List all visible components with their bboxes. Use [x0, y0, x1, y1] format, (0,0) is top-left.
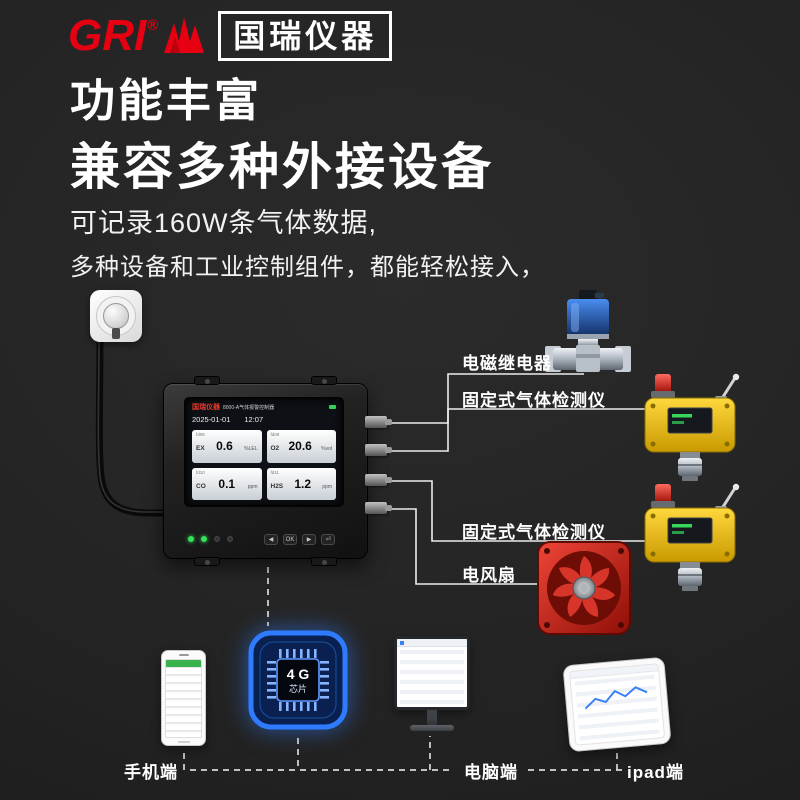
chip-text-4g: 4 G [287, 666, 310, 682]
brand-logo-text: GRI® [68, 14, 158, 58]
wire-detector-1 [380, 408, 650, 452]
monitor-screen [394, 636, 470, 710]
channel-gas: O2 [270, 445, 280, 452]
output-port-2 [365, 444, 392, 456]
channel-box: fd09 O2 20.6 %vol [266, 430, 336, 463]
channel-value: 1.2 [294, 476, 312, 491]
monitor-ui-header [397, 639, 467, 647]
port-wires [380, 373, 650, 585]
channel-code: fd06 [196, 432, 205, 437]
relay-label: 电磁继电器 [462, 354, 552, 373]
brand-name: 国瑞仪器 [233, 18, 378, 54]
channel-box: fd10 CO 0.1 ppm [192, 467, 262, 500]
phone-label: 手机端 [124, 763, 178, 782]
power-cable [95, 336, 169, 517]
ipad-device [562, 656, 672, 753]
alarm-led [214, 536, 220, 542]
phone-home-bar [177, 741, 190, 743]
headline-1: 功能丰富 [70, 75, 263, 126]
channel-code: fd09 [270, 432, 280, 437]
controller-screen: 国瑞仪器 8000-A气体报警控制器 2025-01-01 12:07 fd06… [184, 397, 344, 507]
controller-buttons: ◀ OK ▶ ⏎ [264, 534, 335, 545]
logo-gri: GRI [68, 11, 147, 60]
brand-header: GRI® 国瑞仪器 [68, 10, 393, 62]
status-leds [188, 536, 233, 542]
mounting-tab [311, 557, 337, 566]
run-led [201, 536, 207, 542]
detector-1-label: 固定式气体检测仪 [462, 391, 606, 410]
screen-datetime: 2025-01-01 12:07 [186, 412, 342, 424]
channel-unit: ppm [322, 483, 332, 490]
pc-label: 电脑端 [464, 763, 518, 782]
screen-date: 2025-01-01 [192, 415, 231, 424]
phone-screen [165, 659, 202, 738]
4g-chip: 4 G 芯片 [248, 630, 348, 730]
monitor-stand [427, 710, 437, 725]
brand-name-box: 国瑞仪器 [218, 11, 393, 61]
ipad-chart-line [584, 686, 648, 710]
computer-device [394, 636, 470, 731]
channel-code: fd11 [270, 469, 279, 475]
output-port-3 [365, 474, 392, 486]
gas-alarm-controller: 国瑞仪器 8000-A气体报警控制器 2025-01-01 12:07 fd06… [163, 376, 392, 566]
screen-brand: 国瑞仪器 [192, 404, 220, 411]
solenoid-valve [545, 290, 631, 372]
wire-relay [380, 373, 584, 424]
chip-text-xinpian: 芯片 [289, 683, 307, 694]
wall-socket [90, 290, 142, 342]
waveform-icon [164, 17, 205, 53]
ipad-label: ipad端 [627, 763, 684, 782]
chip-pins [267, 649, 329, 711]
gas-detector-1 [643, 372, 741, 483]
channel-box: fd06 EX 0.6 %LEL [192, 430, 262, 463]
channel-code: fd10 [196, 469, 205, 475]
channel-value: 20.6 [288, 439, 312, 453]
wire-detector-2 [380, 480, 648, 542]
fan-label: 电风扇 [462, 566, 516, 585]
body-line-1: 可记录160W条气体数据, [70, 208, 378, 238]
monitor-base [410, 725, 454, 731]
channel-unit: ppm [247, 483, 258, 490]
ok-button: OK [283, 534, 297, 545]
monitor-ui-rows [400, 650, 464, 704]
channel-unit: %vol [321, 446, 332, 452]
phone-device [161, 650, 206, 746]
channel-unit: %LEL [244, 446, 258, 452]
channel-value: 0.1 [218, 476, 236, 491]
gas-detector-2 [643, 482, 741, 593]
right-button: ▶ [302, 534, 316, 545]
enter-button: ⏎ [321, 534, 335, 545]
channel-gas: H2S [270, 482, 284, 490]
wire-fan [380, 508, 542, 585]
battery-icon [329, 405, 336, 409]
left-button: ◀ [264, 534, 278, 545]
channel-grid: fd06 EX 0.6 %LEL fd09 O2 20.6 %vol [192, 430, 336, 500]
exhaust-fan [537, 541, 631, 635]
body-line-2: 多种设备和工业控制组件，都能轻松接入， [70, 254, 545, 281]
channel-box: fd11 H2S 1.2 ppm [266, 467, 336, 500]
channel-value: 0.6 [216, 439, 233, 453]
mounting-tab [311, 376, 337, 385]
phone-speaker [178, 654, 189, 656]
mounting-tab [194, 557, 220, 566]
plug-cable-gland [112, 328, 120, 339]
mounting-tab [194, 376, 220, 385]
screen-time: 12:07 [244, 415, 264, 424]
output-port-4 [365, 502, 392, 514]
channel-gas: CO [196, 482, 206, 490]
power-plug [103, 303, 129, 329]
registered-mark: ® [147, 17, 159, 34]
detector-2-label: 固定式气体检测仪 [462, 523, 606, 542]
dashed-links [183, 567, 624, 771]
power-led [188, 536, 194, 542]
screen-model: 8000-A气体报警控制器 [223, 405, 275, 411]
channel-gas: EX [196, 445, 205, 452]
fault-led [227, 536, 233, 542]
output-port-1 [365, 416, 392, 428]
screen-header: 国瑞仪器 8000-A气体报警控制器 [186, 399, 342, 412]
ipad-screen [568, 663, 666, 746]
headline-2: 兼容多种外接设备 [70, 139, 494, 195]
